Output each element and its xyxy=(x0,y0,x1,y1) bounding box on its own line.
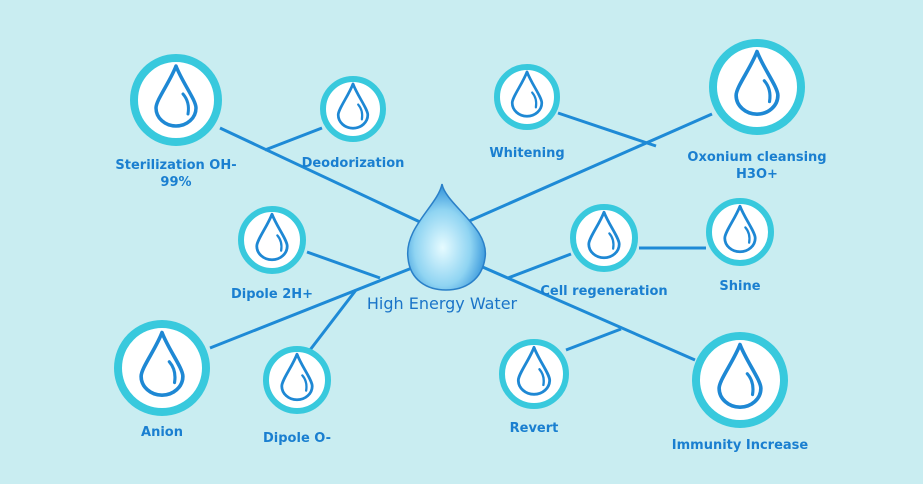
label-line: Anion xyxy=(141,425,183,440)
line-oxonium xyxy=(466,112,713,224)
line-whitening xyxy=(557,111,657,148)
node-deodorization xyxy=(320,76,386,142)
label-line: Dipole O- xyxy=(263,431,331,446)
water-drop-icon xyxy=(510,70,544,118)
label-line: Cell regeneration xyxy=(540,284,668,299)
node-circle xyxy=(130,54,222,146)
node-label-dipole-2h: Dipole 2H+ xyxy=(231,286,313,303)
node-circle xyxy=(692,332,788,428)
water-drop-icon xyxy=(723,204,757,254)
node-label-revert: Revert xyxy=(510,420,559,437)
drop-highlight xyxy=(357,103,364,121)
water-drop-icon xyxy=(280,352,314,402)
line-revert xyxy=(565,327,622,352)
label-line: Sterilization OH- xyxy=(115,158,237,173)
water-drop-icon xyxy=(154,64,198,128)
label-line: Immunity Increase xyxy=(671,438,809,453)
drop-highlight xyxy=(181,92,190,116)
center-water-drop-icon xyxy=(407,183,486,291)
drop-highlight xyxy=(167,360,177,385)
drop-highlight xyxy=(744,226,751,244)
line-immunity xyxy=(477,263,696,362)
node-oxonium xyxy=(709,39,805,135)
water-drop-icon xyxy=(734,49,780,116)
center-label: High Energy Water xyxy=(366,294,518,313)
drop-highlight xyxy=(608,232,615,250)
line-dipole-2h xyxy=(306,250,381,280)
node-label-cell-regeneration: Cell regeneration xyxy=(540,283,667,300)
node-circle xyxy=(263,346,331,414)
water-drop-icon xyxy=(717,342,763,409)
label-line: 99% xyxy=(160,175,192,190)
line-anion xyxy=(209,266,413,350)
node-circle xyxy=(320,76,386,142)
node-label-whitening: Whitening xyxy=(489,145,564,162)
node-immunity xyxy=(692,332,788,428)
node-revert xyxy=(499,339,569,409)
label-line: H3O+ xyxy=(736,167,778,182)
node-sterilization xyxy=(130,54,222,146)
line-deodorization xyxy=(264,126,323,152)
node-circle xyxy=(709,39,805,135)
water-drop-icon xyxy=(587,210,621,260)
line-cell-regeneration xyxy=(507,252,572,280)
node-circle xyxy=(494,64,560,130)
node-dipole-2h xyxy=(238,206,306,274)
label-line: Whitening xyxy=(489,146,565,161)
node-anion xyxy=(114,320,210,416)
label-line: Revert xyxy=(509,421,559,436)
water-drop-icon xyxy=(255,212,289,262)
drop-highlight xyxy=(538,368,545,387)
drop-highlight xyxy=(762,79,772,104)
node-label-shine: Shine xyxy=(719,278,760,295)
node-dipole-o xyxy=(263,346,331,414)
water-drop-icon xyxy=(516,345,552,396)
node-label-immunity: Immunity Increase xyxy=(672,437,808,454)
node-label-dipole-o: Dipole O- xyxy=(263,430,331,447)
node-circle xyxy=(114,320,210,416)
drop-highlight xyxy=(301,374,308,392)
drop-highlight xyxy=(745,372,755,397)
water-drop-icon xyxy=(139,330,185,397)
node-whitening xyxy=(494,64,560,130)
label-line: Oxonium cleansing xyxy=(687,150,827,165)
node-label-anion: Anion xyxy=(141,424,183,441)
node-label-sterilization: Sterilization OH- 99% xyxy=(115,157,236,191)
line-dipole-o xyxy=(308,289,358,351)
line-sterilization xyxy=(219,126,421,224)
water-drop-icon xyxy=(336,82,370,130)
node-circle xyxy=(570,204,638,272)
drop-highlight xyxy=(276,234,283,252)
label-line: Deodorization xyxy=(301,156,405,171)
node-circle xyxy=(238,206,306,274)
node-label-deodorization: Deodorization xyxy=(302,155,405,172)
label-line: Dipole 2H+ xyxy=(230,287,314,302)
node-circle xyxy=(499,339,569,409)
node-circle xyxy=(706,198,774,266)
drop-highlight xyxy=(531,91,538,109)
node-cell-regeneration xyxy=(570,204,638,272)
label-line: Shine xyxy=(719,279,761,294)
node-shine xyxy=(706,198,774,266)
